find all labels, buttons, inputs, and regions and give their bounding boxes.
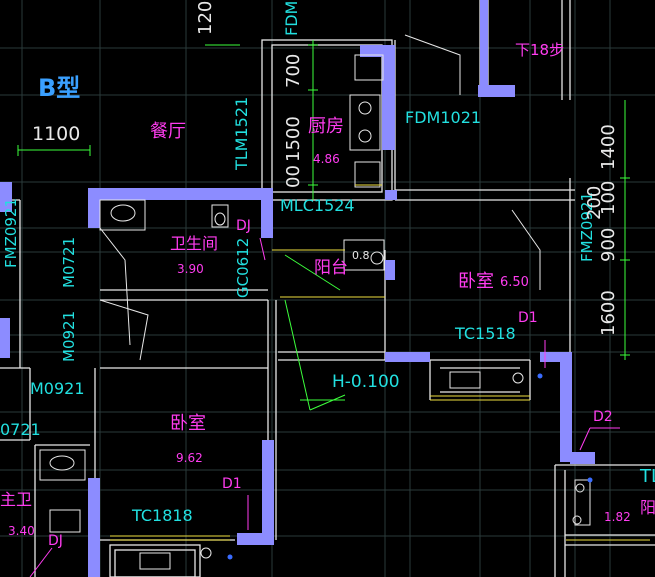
window-code-mlc1524: MLC1524 — [280, 196, 355, 215]
room-kitchen: 厨房 — [308, 116, 344, 137]
plan-title: B型 — [38, 74, 81, 102]
dim-00: 00 — [283, 165, 304, 188]
dim-200: 200 — [584, 185, 605, 220]
window-lines — [110, 184, 650, 541]
door-code-fmz0921-left: FMZ0921 — [2, 197, 20, 268]
marker-dots — [227, 373, 593, 560]
room-bedroom-left-area: 9.62 — [176, 451, 203, 465]
marker-dj-1: DJ — [236, 218, 251, 234]
room-bedroom-left: 卧室 — [170, 413, 206, 434]
window-code-tc1518: TC1518 — [455, 324, 516, 343]
room-bath-area: 3.90 — [177, 262, 204, 276]
marker-d2: D2 — [593, 409, 613, 425]
dimension-lines — [17, 40, 630, 411]
level-mark: H-0.100 — [332, 372, 400, 392]
leader-lines — [29, 237, 620, 577]
dim-900: 900 — [598, 227, 619, 262]
room-bedroom-right: 卧室 — [458, 271, 494, 292]
stair-label: 下18步 — [515, 41, 565, 59]
door-code-m0921-b: M0921 — [30, 379, 85, 398]
marker-dj-2: DJ — [48, 533, 63, 549]
room-bath: 卫生间 — [170, 234, 219, 253]
room-master-bath: 主卫 — [0, 490, 33, 509]
room-corner-name: 阳 — [640, 498, 655, 517]
balcony-box-label: 0.8 — [352, 249, 370, 262]
dim-1500: 1500 — [283, 116, 304, 162]
room-corner-area: 1.82 — [604, 510, 631, 524]
marker-d1-b: D1 — [222, 476, 242, 492]
marker-d1-a: D1 — [518, 310, 538, 326]
dim-1100: 1100 — [32, 123, 81, 145]
door-code-tlm1521: TLM1521 — [232, 96, 251, 170]
door-code-m0721: M0721 — [60, 236, 78, 288]
window-code-tc1818: TC1818 — [132, 506, 193, 525]
dim-1400: 1400 — [598, 124, 619, 170]
room-kitchen-area: 4.86 — [313, 152, 340, 166]
room-balcony: 阳台 — [314, 258, 348, 278]
room-bedroom-right-area: 6.50 — [500, 275, 529, 290]
door-code-m0921-a: M0921 — [60, 310, 78, 362]
dim-1600: 1600 — [598, 290, 619, 336]
door-code-fdm1021: FDM1021 — [405, 108, 482, 127]
room-corner-label: TL — [640, 466, 655, 487]
room-dining: 餐厅 — [150, 121, 186, 142]
room-master-bath-area: 3.40 — [8, 524, 35, 538]
door-code-fdm-top: FDM1 — [282, 0, 301, 36]
column-blocks — [0, 0, 595, 577]
dim-700: 700 — [283, 53, 304, 88]
window-code-gc0612: GC0612 — [234, 237, 252, 298]
door-code-m0721-b: 0721 — [0, 420, 41, 439]
dim-120: 120 — [195, 0, 216, 35]
door-swings — [39, 34, 591, 570]
